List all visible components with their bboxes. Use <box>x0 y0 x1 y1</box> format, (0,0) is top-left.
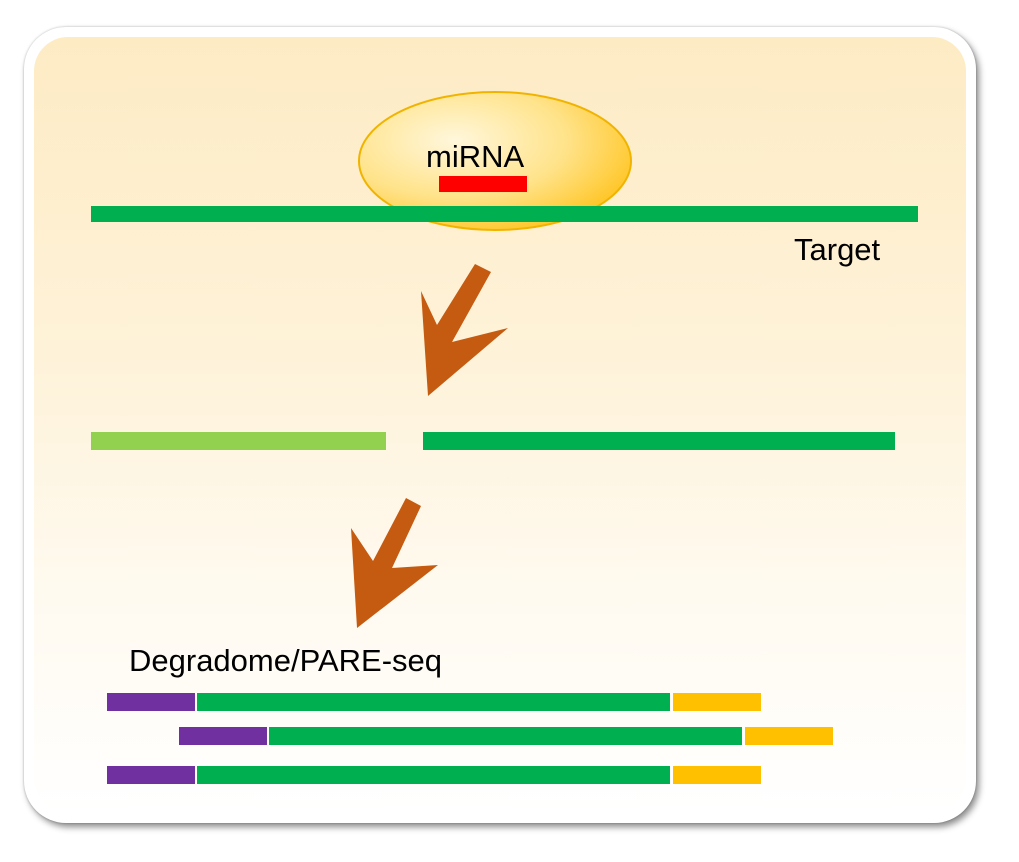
target-strand <box>91 206 918 222</box>
mirna-complex <box>358 91 632 231</box>
read-2-insert <box>269 727 742 745</box>
read-3-adapter-5p <box>107 766 195 784</box>
read-1-adapter-3p <box>673 693 761 711</box>
cleaved-5p-fragment <box>91 432 386 450</box>
read-3-insert <box>197 766 670 784</box>
read-2-adapter-5p <box>179 727 267 745</box>
mirna-label: miRNA <box>426 139 525 174</box>
read-1-insert <box>197 693 670 711</box>
read-3-adapter-3p <box>673 766 761 784</box>
cleaved-3p-fragment <box>423 432 895 450</box>
read-2-adapter-3p <box>745 727 833 745</box>
down-left-arrow-icon-1 <box>421 264 508 396</box>
down-left-arrow-icon-2 <box>351 498 438 628</box>
read-1-adapter-5p <box>107 693 195 711</box>
mirna-strand <box>439 176 527 192</box>
target-label: Target <box>794 232 881 267</box>
degradome-label: Degradome/PARE-seq <box>129 643 443 678</box>
